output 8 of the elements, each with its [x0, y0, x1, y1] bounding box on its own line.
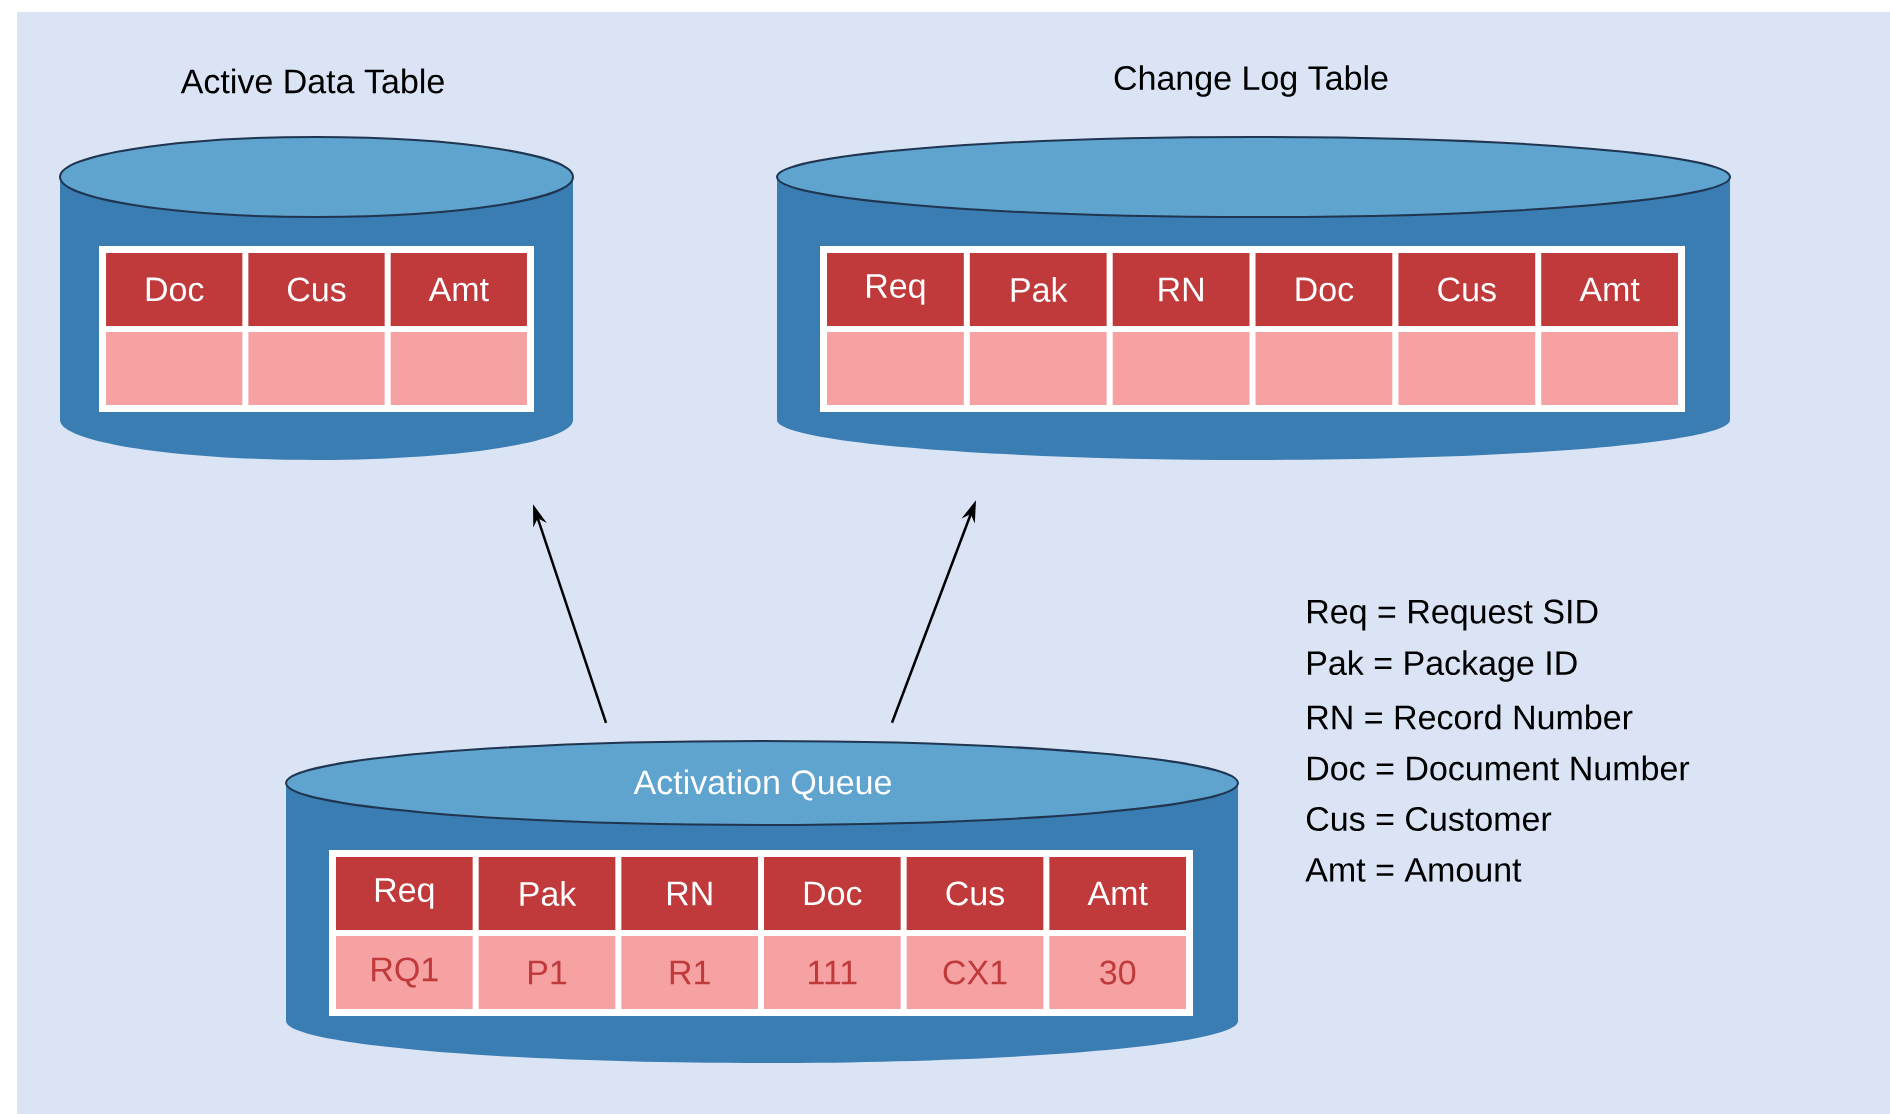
key-text: Amt = Amount	[1305, 858, 1522, 882]
key-text: Pak = Package ID	[1308, 650, 1577, 682]
key-text: Cus = Customer	[1306, 806, 1552, 832]
cylinder-title: Change Log Table	[1114, 65, 1388, 97]
key-text: Doc = Document Number	[1308, 755, 1690, 781]
key-text: RN = Record Number	[1308, 704, 1633, 730]
key-text: Req = Request SID	[1308, 599, 1598, 631]
cylinder-title: Active Data Table	[180, 68, 444, 94]
